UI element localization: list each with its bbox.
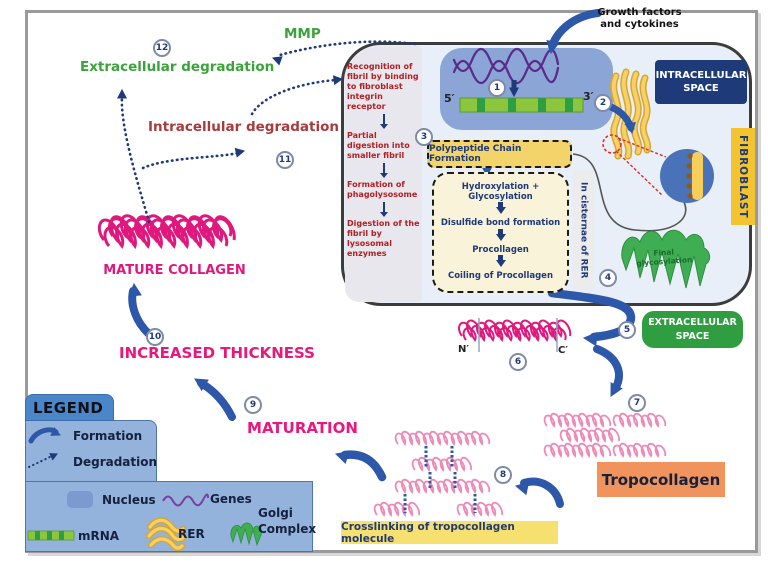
cisternae-strip: In cisternae of RER — [573, 170, 594, 290]
intracellular-degradation-steps: Recognition of fibril by binding to fibr… — [347, 62, 421, 261]
step-7-badge: 7 — [628, 394, 646, 412]
legend-rer-label: RER — [178, 527, 205, 541]
step-2-badge: 2 — [594, 94, 612, 112]
step-4-badge: 4 — [599, 269, 617, 287]
intracellular-degradation-label: Intracellular degradation — [148, 119, 339, 135]
degradation-step-1: Recognition of fibril by binding to fibr… — [347, 62, 419, 111]
in-cisternae-label: In cisternae of RER — [578, 181, 589, 279]
increased-thickness-label: INCREASED THICKNESS — [118, 344, 315, 362]
down-dashed-arrowhead-icon — [380, 212, 388, 217]
flowchart-step: Coiling of Procollagen — [447, 271, 553, 282]
down-dashed-arrowhead-icon — [380, 124, 388, 129]
step-5-badge: 5 — [618, 321, 636, 339]
mmp-label: MMP — [284, 26, 321, 42]
degradation-step-2: Partial digestion into smaller fibril — [347, 131, 410, 160]
legend-genes-label: Genes — [210, 492, 252, 506]
legend-nucleus-label: Nucleus — [102, 493, 156, 507]
down-dashed-arrow-icon — [383, 202, 385, 212]
down-dashed-arrowhead-icon — [380, 173, 388, 178]
growth-factors-label: Growth factors and cytokines — [597, 7, 682, 30]
down-dashed-arrow-icon — [383, 163, 385, 173]
step-8-badge: 8 — [494, 466, 512, 484]
three-prime-label: 3′ — [583, 90, 594, 103]
tropocollagen-box: Tropocollagen — [597, 462, 725, 497]
flowchart-step: Disulfide bond formation — [440, 218, 561, 229]
degradation-step-3: Formation of phagolysosome — [347, 180, 418, 199]
step-12-badge: 12 — [153, 39, 171, 57]
polypeptide-chain-formation-box: Polypeptide Chain Formation — [427, 140, 572, 168]
fibroblast-box: FIBROBLAST — [731, 128, 755, 225]
down-arrow-icon — [495, 255, 506, 268]
diagram-frame — [25, 10, 758, 553]
down-dashed-arrow-icon — [383, 114, 385, 124]
nucleus-shape — [440, 48, 613, 130]
step-1-badge: 1 — [488, 79, 506, 97]
step-3-badge: 3 — [415, 128, 433, 146]
step-10-badge: 10 — [146, 328, 164, 346]
degradation-step-4: Digestion of the fibril by lysosomal enz… — [347, 219, 420, 258]
extracellular-degradation-label: Extracellular degradation — [80, 59, 275, 75]
down-arrow-icon — [495, 228, 506, 241]
legend-title: LEGEND — [25, 394, 114, 421]
crosslinking-box: Crosslinking of tropocollagen molecule — [341, 521, 558, 545]
down-arrow-icon — [495, 202, 506, 215]
step-9-badge: 9 — [244, 396, 262, 414]
intracellular-space-box: INTRACELLULAR SPACE — [655, 60, 747, 104]
mature-collagen-label: MATURE COLLAGEN — [103, 263, 246, 278]
five-prime-label: 5′ — [444, 92, 455, 105]
maturation-label: MATURATION — [247, 419, 358, 437]
legend-golgi-label: Golgi Complex — [258, 506, 317, 536]
legend-mrna-label: mRNA — [78, 529, 120, 543]
step-6-badge: 6 — [509, 353, 527, 371]
flowchart-step: Procollagen — [472, 244, 529, 255]
step-11-badge: 11 — [276, 151, 294, 169]
legend-formation-label: Formation — [73, 429, 143, 443]
rer-processing-box: Hydroxylation + Glycosylation Disulfide … — [432, 172, 569, 293]
c-terminus-label: C′ — [558, 345, 568, 356]
extracellular-space-box: EXTRACELLULAR SPACE — [642, 311, 743, 348]
fibroblast-label: FIBROBLAST — [737, 134, 749, 219]
legend-degradation-label: Degradation — [73, 455, 158, 469]
flowchart-step: Hydroxylation + Glycosylation — [461, 181, 540, 202]
n-terminus-label: N′ — [458, 344, 470, 355]
